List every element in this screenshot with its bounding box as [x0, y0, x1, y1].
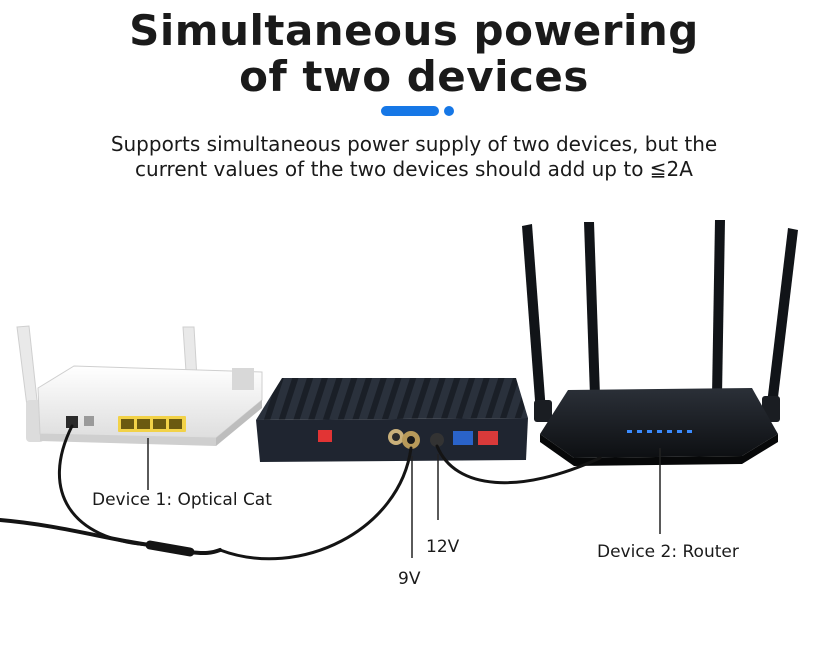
description-line-2: current values of the two devices should… [135, 157, 693, 181]
accent-bar [381, 106, 439, 116]
voltage-12v-label: 12V [426, 537, 460, 557]
power-cables [0, 424, 602, 561]
device-1-label: Device 1: Optical Cat [92, 490, 272, 510]
callout-lines [147, 438, 661, 558]
voltage-9v-label: 9V [398, 569, 421, 589]
product-illustration [0, 220, 798, 561]
router-device [522, 220, 798, 466]
optical-cat-device [16, 325, 263, 446]
device-2-label: Device 2: Router [597, 542, 739, 562]
description-line-1: Supports simultaneous power supply of tw… [110, 132, 718, 156]
mini-ups-device [256, 378, 528, 462]
page-title-line-1: Simultaneous powering [129, 6, 699, 55]
page-title-line-2: of two devices [239, 52, 589, 101]
accent-dot [444, 106, 454, 116]
